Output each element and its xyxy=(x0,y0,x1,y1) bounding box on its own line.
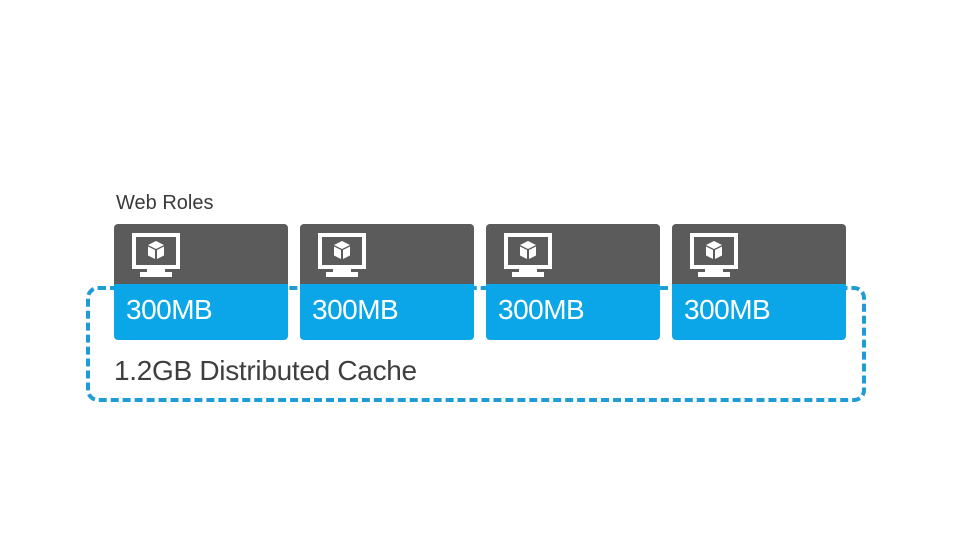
role-memory-value: 300MB xyxy=(126,294,213,325)
monitor-cube-icon xyxy=(318,233,366,277)
role-memory-value: 300MB xyxy=(498,294,585,325)
distributed-cache-label: 1.2GB Distributed Cache xyxy=(114,355,417,386)
role-memory: 300MB xyxy=(672,284,846,340)
web-role-1: 300MB xyxy=(114,224,288,340)
role-memory-value: 300MB xyxy=(684,294,771,325)
role-header xyxy=(300,224,474,284)
web-roles-label: Web Roles xyxy=(116,192,214,214)
monitor-cube-icon xyxy=(132,233,180,277)
role-memory-value: 300MB xyxy=(312,294,399,325)
role-memory: 300MB xyxy=(114,284,288,340)
web-role-2: 300MB xyxy=(300,224,474,340)
role-memory: 300MB xyxy=(300,284,474,340)
web-role-3: 300MB xyxy=(486,224,660,340)
role-memory: 300MB xyxy=(486,284,660,340)
distributed-cache-boundary xyxy=(86,286,866,402)
monitor-cube-icon xyxy=(504,233,552,277)
role-header xyxy=(672,224,846,284)
role-header xyxy=(114,224,288,284)
monitor-cube-icon xyxy=(690,233,738,277)
web-role-4: 300MB xyxy=(672,224,846,340)
role-header xyxy=(486,224,660,284)
